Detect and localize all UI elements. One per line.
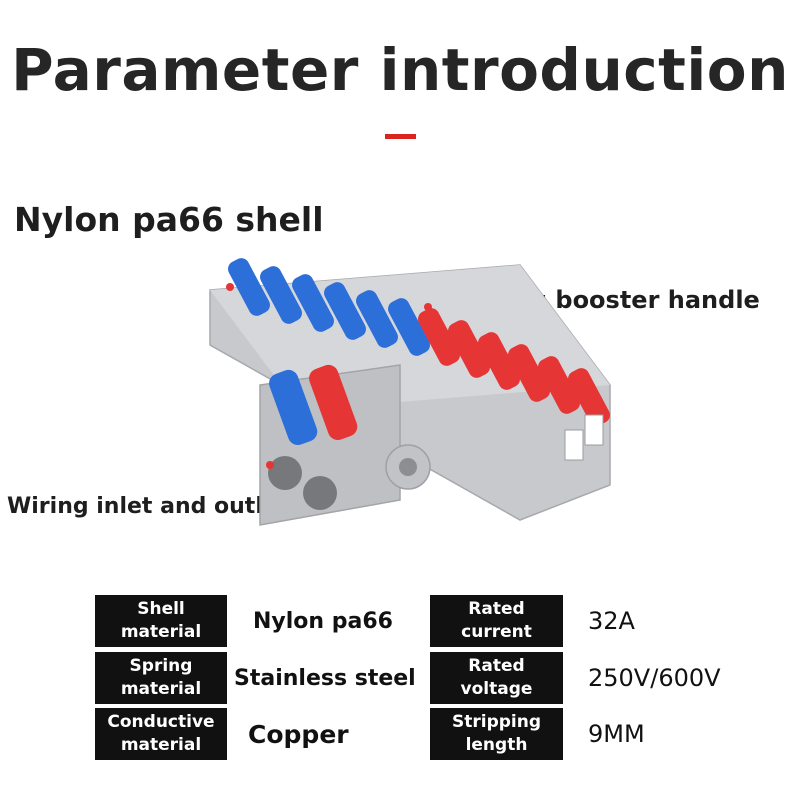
inlet-dot [266,461,274,469]
title-accent-bar [385,134,416,139]
body-dot-center [424,303,432,311]
spec-label-rated-voltage: Rated voltage [430,652,563,704]
stem-blue-lever [269,369,318,446]
inlet-hole-2 [303,476,337,510]
callout-inlet-outlet: Wiring inlet and outlet [7,494,289,519]
spec-label-conductive-material: Conductive material [95,708,227,760]
spec-value-stripping-length: 9MM [588,720,645,748]
inlet-hole-1 [268,456,302,490]
connector-illustration [209,258,611,526]
spec-label-stripping-length: Stripping length [430,708,563,760]
blue-levers [228,258,430,356]
page-title: Parameter introduction [11,36,789,104]
spec-label-shell-material: Shell material [95,595,227,647]
spec-value-rated-voltage: 250V/600V [588,664,721,692]
callout-shell: Nylon pa66 shell [14,200,324,239]
body-dot-left [226,283,234,291]
stem-red-lever [309,364,358,441]
red-levers [418,308,610,426]
spec-value-rated-current: 32A [588,607,635,635]
end-slot-1 [564,429,584,461]
mount-hole [399,458,417,476]
spec-value-conductive-material: Copper [248,719,349,749]
spec-label-spring-material: Spring material [95,652,227,704]
spec-value-spring-material: Stainless steel [234,665,416,691]
end-slot-2 [584,414,604,446]
spec-value-shell-material: Nylon pa66 [253,608,393,634]
spec-label-rated-current: Rated current [430,595,563,647]
